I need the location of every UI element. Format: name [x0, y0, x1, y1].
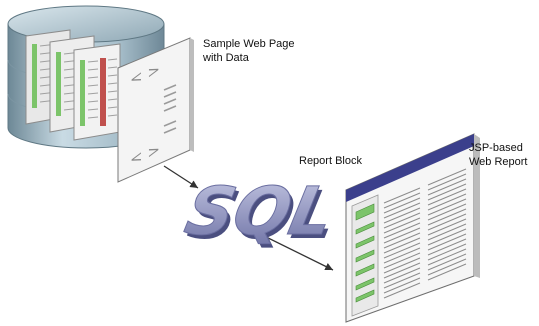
- arrow-sql-to-report: [251, 229, 334, 271]
- jsp-report-caption: JSP-based Web Report: [469, 141, 528, 169]
- jsp-report-caption-line1: JSP-based: [469, 142, 523, 154]
- report-block-caption: Report Block: [299, 155, 362, 167]
- report-title-bar: [346, 134, 474, 202]
- data-sheet-front: [73, 43, 121, 141]
- jsp-report-icon: [345, 133, 480, 323]
- page-text-lines: [163, 84, 177, 134]
- sql-block: SQL SQL: [178, 172, 344, 254]
- sample-web-page-caption: Sample Web Page with Data: [203, 37, 295, 65]
- sample-web-page-icon: < > < >: [117, 37, 194, 183]
- sql-text: SQL: [179, 173, 341, 250]
- sample-web-page-caption-line1: Sample Web Page: [203, 38, 295, 50]
- report-sidebar-items: [355, 203, 375, 303]
- sql-shadow: SQL: [182, 177, 344, 254]
- jsp-report-caption-line2: Web Report: [469, 156, 528, 168]
- report-text-column-1: [383, 187, 421, 299]
- report-text-column-2: [427, 168, 467, 281]
- data-sheets-stack: [25, 29, 121, 141]
- arrow-page-to-sql: [163, 165, 199, 189]
- sample-web-page-caption-line2: with Data: [203, 52, 249, 64]
